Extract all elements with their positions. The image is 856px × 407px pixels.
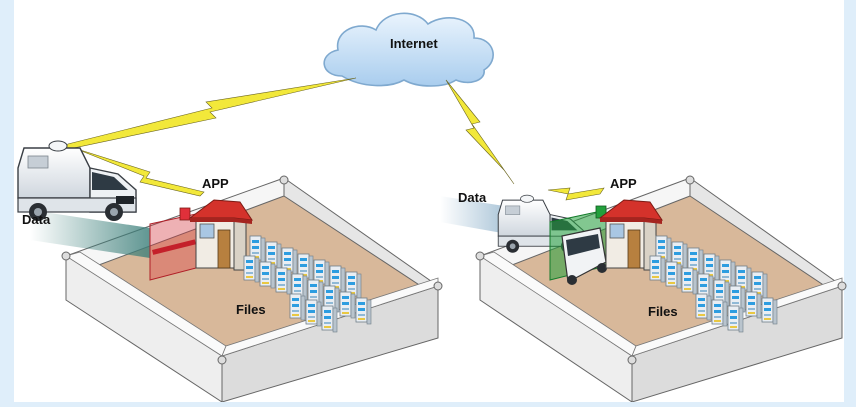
left-guardhouse <box>189 199 253 271</box>
internet-label: Internet <box>390 36 438 51</box>
link-cloud-right-van <box>445 79 515 185</box>
left-data-beam <box>30 210 150 258</box>
scene-left: Data APP Files <box>17 140 443 403</box>
left-files-label: Files <box>236 302 266 317</box>
link-right-van-app <box>547 187 605 201</box>
right-files-label: Files <box>648 304 678 319</box>
wireless-links <box>63 77 605 201</box>
left-gate-denied <box>149 207 197 281</box>
internet-cloud: Internet <box>323 12 494 87</box>
left-data-label: Data <box>22 212 51 227</box>
right-app-label: APP <box>610 176 637 191</box>
link-left-van-app <box>73 147 205 197</box>
right-data-label: Data <box>458 190 487 205</box>
left-app-label: APP <box>202 176 229 191</box>
scene-right: Data APP Files <box>440 175 847 403</box>
